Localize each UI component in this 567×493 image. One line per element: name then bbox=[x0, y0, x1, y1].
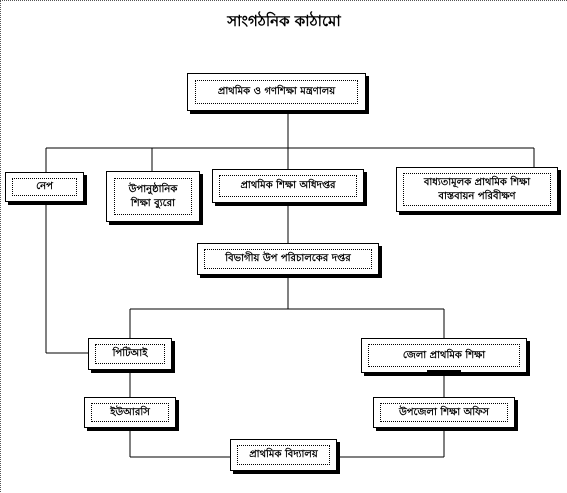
node-compulsory-monitoring: বাধ্যতামূলক প্রাথমিক শিক্ষা বাস্তবায়ন প… bbox=[396, 167, 558, 212]
node-nonformal-label: উপানুষ্ঠানিক শিক্ষা ব্যুরো bbox=[114, 178, 192, 215]
node-nep: নেপ bbox=[5, 172, 84, 202]
node-upazila-education-office: উপজেলা শিক্ষা অফিস bbox=[373, 397, 515, 428]
node-compulsory-line1: বাধ্যতামূলক প্রাথমিক শিক্ষা bbox=[423, 177, 531, 188]
node-district-label: জেলা প্রাথমিক শিক্ষা bbox=[368, 344, 520, 367]
node-nonformal-education-bureau: উপানুষ্ঠানিক শিক্ষা ব্যুরো bbox=[106, 171, 200, 222]
node-urc: ইউআরসি bbox=[84, 397, 176, 428]
node-ministry-label: প্রাথমিক ও গণশিক্ষা মন্ত্রণালয় bbox=[195, 80, 358, 104]
node-nonformal-line2: শিক্ষা ব্যুরো bbox=[130, 197, 176, 209]
node-ministry: প্রাথমিক ও গণশিক্ষা মন্ত্রণালয় bbox=[187, 73, 366, 111]
node-nep-label: নেপ bbox=[12, 178, 77, 196]
node-pti-label: পিটিআই bbox=[95, 344, 165, 364]
node-directorate: প্রাথমিক শিক্ষা অধিদপ্তর bbox=[212, 169, 364, 203]
node-compulsory-line2: বাস্তবায়ন পরিবীক্ষণ bbox=[438, 190, 516, 202]
node-urc-label: ইউআরসি bbox=[91, 403, 169, 422]
district-underline bbox=[427, 370, 461, 372]
node-upazila-label: উপজেলা শিক্ষা অফিস bbox=[380, 403, 508, 422]
node-directorate-label: প্রাথমিক শিক্ষা অধিদপ্তর bbox=[219, 175, 357, 197]
node-divisional-deputy-director: বিভাগীয় উপ পরিচালকের দপ্তর bbox=[197, 243, 379, 275]
chart-title: সাংগঠনিক কাঠামো bbox=[227, 12, 341, 30]
node-compulsory-label: বাধ্যতামূলক প্রাথমিক শিক্ষা বাস্তবায়ন প… bbox=[403, 173, 551, 206]
node-school-label: প্রাথমিক বিদ্যালয় bbox=[237, 445, 330, 465]
node-divisional-label: বিভাগীয় উপ পরিচালকের দপ্তর bbox=[204, 249, 372, 269]
node-pti: পিটিআই bbox=[88, 338, 172, 370]
node-nonformal-line1: উপানুষ্ঠানিক bbox=[128, 184, 178, 195]
node-district-primary-education: জেলা প্রাথমিক শিক্ষা bbox=[361, 338, 527, 373]
node-primary-school: প্রাথমিক বিদ্যালয় bbox=[230, 439, 337, 471]
